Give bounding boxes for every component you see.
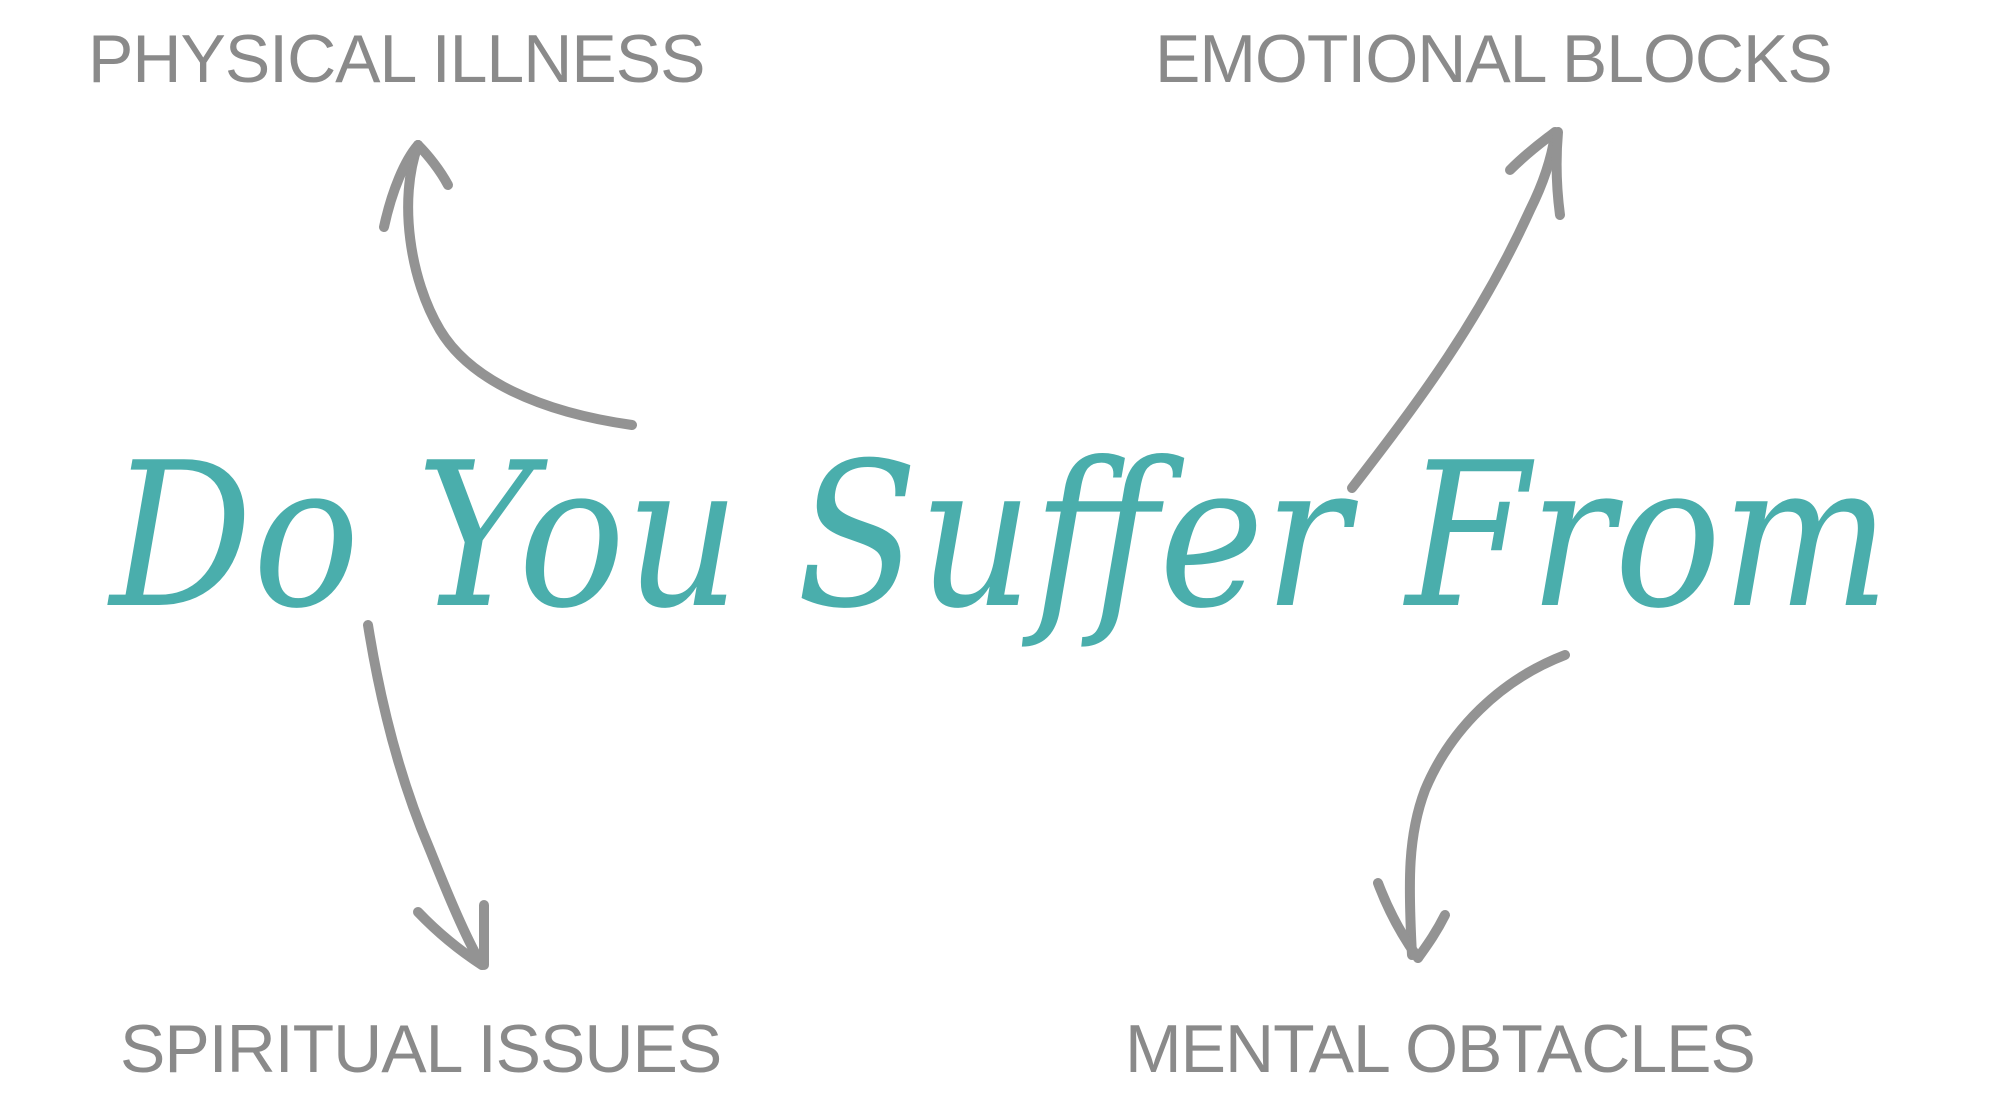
label-mental-obtacles: MENTAL OBTACLES	[1125, 1011, 1755, 1087]
label-emotional-blocks: EMOTIONAL BLOCKS	[1155, 21, 1832, 97]
arrow-to-mental-obtacles-icon	[1373, 650, 1570, 963]
arrow-to-spiritual-issues-icon	[363, 620, 489, 970]
label-physical-illness: PHYSICAL ILLNESS	[88, 21, 704, 97]
label-spiritual-issues: SPIRITUAL ISSUES	[120, 1011, 721, 1087]
arrow-to-emotional-blocks-icon	[1347, 127, 1565, 493]
arrow-to-physical-illness-icon	[379, 140, 637, 430]
headline-do-you-suffer-from: Do You Suffer From	[106, 420, 1890, 653]
